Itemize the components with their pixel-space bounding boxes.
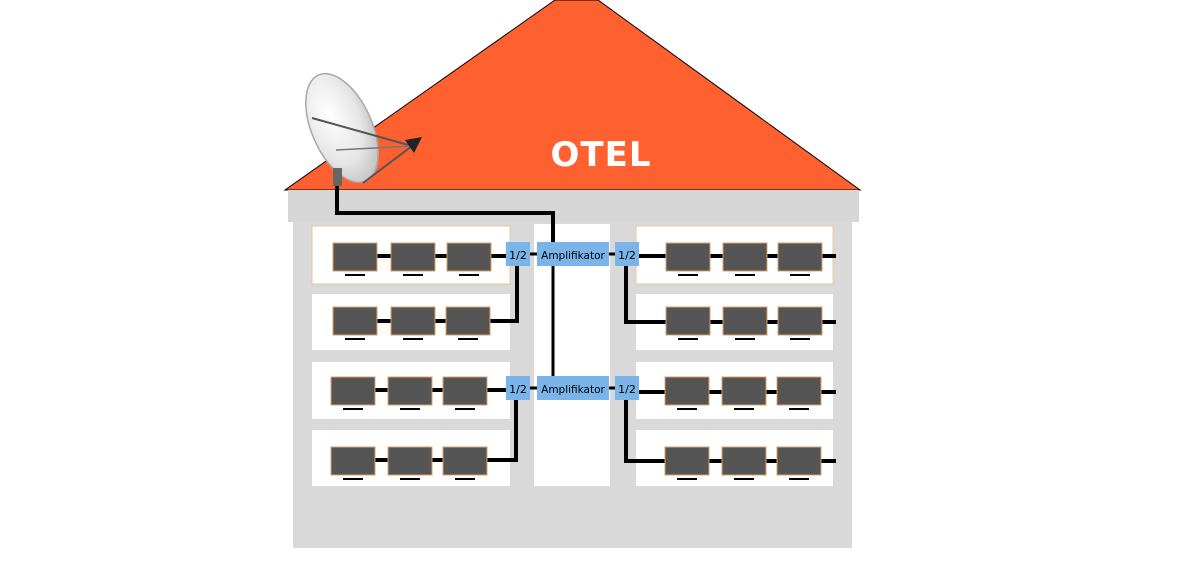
satellite-dish-icon [305, 72, 422, 186]
tv-icon [721, 446, 767, 480]
amplifier-label: Amplifikator [541, 250, 605, 262]
tv-icon [664, 446, 710, 480]
tv-icon [387, 376, 433, 410]
splitter-right-label: 1/2 [618, 383, 636, 396]
splitter-left [506, 376, 530, 400]
amplifier-label: Amplifikator [541, 384, 605, 396]
tv-icon [442, 376, 488, 410]
splitter-right [615, 242, 639, 266]
tv-icon [776, 376, 822, 410]
tv-icon [330, 446, 376, 480]
tv-icon [721, 376, 767, 410]
tv-icon [330, 376, 376, 410]
tv-icon [777, 242, 823, 276]
tv-icon [390, 242, 436, 276]
floor-1-equipment: 1/2 Amplifikator 1/2 [506, 242, 639, 266]
amplifier [537, 242, 609, 266]
splitter-left-label: 1/2 [509, 383, 527, 396]
tv-icon [722, 242, 768, 276]
tv-icon [332, 242, 378, 276]
tv-icon [776, 446, 822, 480]
tv-icon [387, 446, 433, 480]
splitter-right-label: 1/2 [618, 249, 636, 262]
tv-icon [777, 306, 823, 340]
eave [288, 190, 859, 222]
central-shaft [534, 224, 610, 486]
splitter-right [615, 376, 639, 400]
tv-icon [665, 242, 711, 276]
tv-icon [664, 376, 710, 410]
floor-2-equipment: 1/2 Amplifikator 1/2 [506, 376, 639, 400]
tv-icon [445, 306, 491, 340]
tv-icon [446, 242, 492, 276]
tv-icon [442, 446, 488, 480]
tv-icon [390, 306, 436, 340]
roof [283, 0, 862, 191]
splitter-left [506, 242, 530, 266]
tv-icon [665, 306, 711, 340]
tv-icon [332, 306, 378, 340]
tv-group [330, 242, 823, 480]
building-title: OTEL [551, 135, 652, 175]
amplifier [537, 376, 609, 400]
main-cable [335, 180, 555, 246]
tv-icon [722, 306, 768, 340]
splitter-left-label: 1/2 [509, 249, 527, 262]
